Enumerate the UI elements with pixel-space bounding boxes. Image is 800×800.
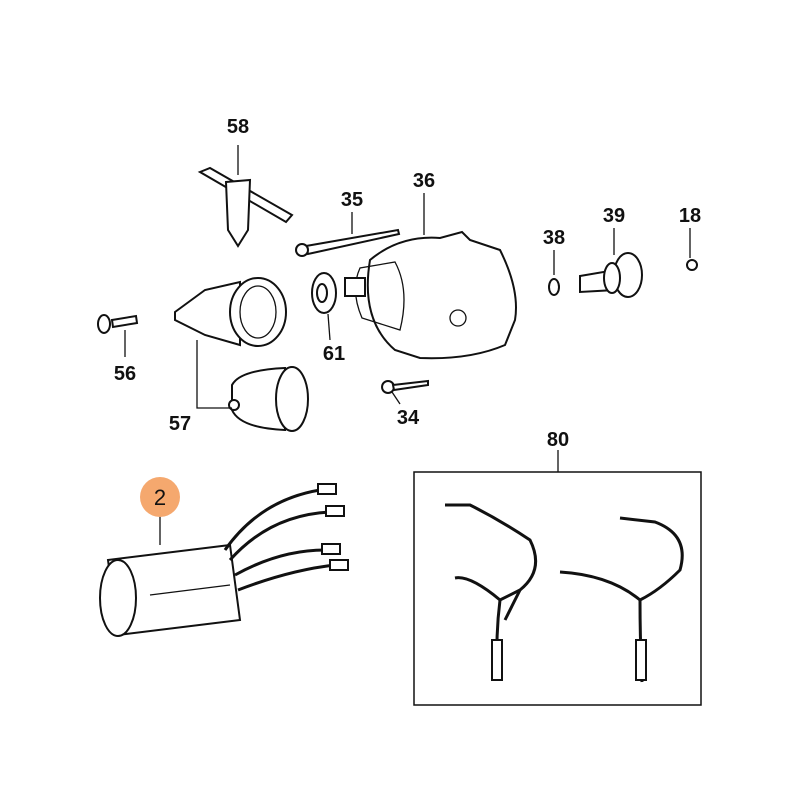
part-label-2[interactable]: 2 [154, 485, 166, 510]
part-label-38[interactable]: 38 [543, 227, 565, 249]
part-38-washer[interactable] [548, 250, 560, 296]
part-57-drill-chuck[interactable] [174, 277, 309, 432]
part-label-18[interactable]: 18 [679, 205, 701, 227]
part-label-57[interactable]: 57 [169, 413, 191, 435]
part-80-wire-set[interactable] [413, 450, 702, 706]
part-35-long-screw[interactable] [295, 212, 401, 257]
part-56-screw[interactable] [97, 314, 139, 357]
part-label-35[interactable]: 35 [341, 189, 363, 211]
part-58-chuck-key[interactable] [197, 145, 294, 248]
part-label-39[interactable]: 39 [603, 205, 625, 227]
part-label-61[interactable]: 61 [323, 343, 345, 365]
part-label-58[interactable]: 58 [227, 116, 249, 138]
part-2-field-coil[interactable] [99, 483, 349, 637]
part-label-36[interactable]: 36 [413, 170, 435, 192]
part-label-56[interactable]: 56 [114, 363, 136, 385]
part-36-gear-housing[interactable] [344, 193, 517, 360]
part-18-ring[interactable] [686, 228, 698, 271]
highlight-badge-2 [140, 477, 180, 517]
part-39-gear-shaft[interactable] [579, 228, 643, 298]
part-61-spacer-ring[interactable] [311, 272, 337, 341]
part-34-screw[interactable] [381, 379, 429, 405]
part-label-80[interactable]: 80 [547, 429, 569, 451]
part-label-34[interactable]: 34 [397, 407, 420, 429]
